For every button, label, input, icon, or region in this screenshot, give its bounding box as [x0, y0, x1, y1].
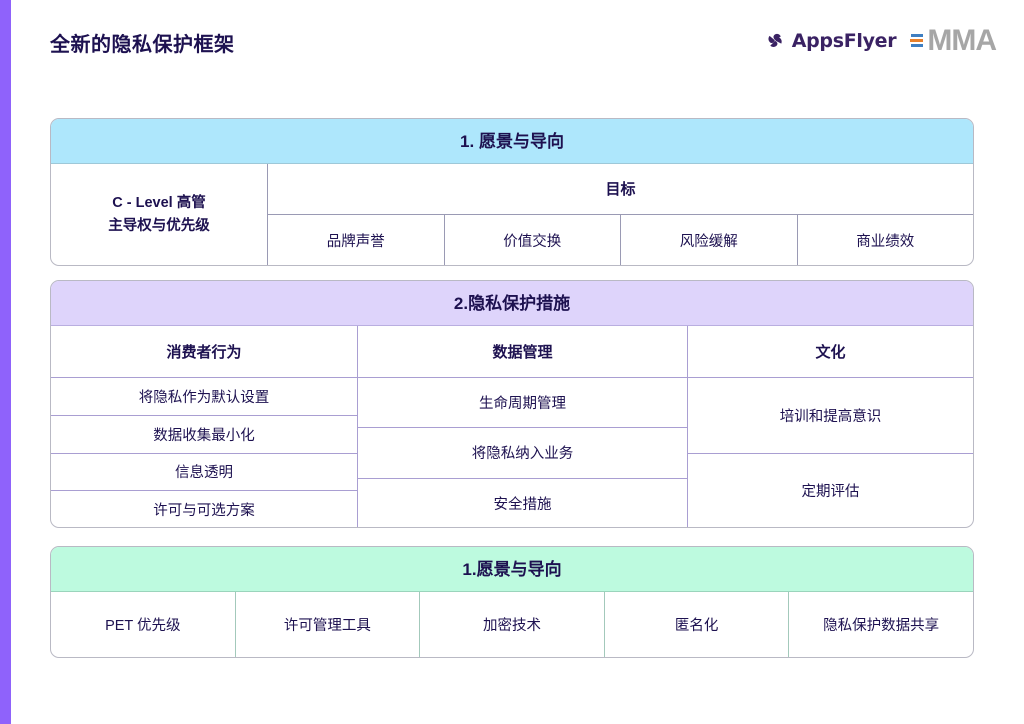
measure-cell: 许可与可选方案: [153, 503, 255, 520]
block-3-body: PET 优先级 许可管理工具 加密技术 匿名化 隐私保护数据共享: [51, 592, 973, 657]
mma-logo: MMA: [910, 24, 997, 58]
slide-header: 全新的隐私保护框架 AppsFlyer MMA: [0, 0, 1024, 92]
goal-cell: 商业绩效: [856, 234, 915, 250]
tech-cell: PET 优先级: [51, 592, 236, 657]
page-title: 全新的隐私保护框架: [50, 34, 235, 56]
block-privacy-measures: 2.隐私保护措施 消费者行为 将隐私作为默认设置 数据收集最小化 信息透明 许可…: [50, 280, 974, 528]
appsflyer-logo: AppsFlyer: [762, 28, 897, 54]
measure-cell: 安全措施: [493, 496, 552, 513]
c-level-ownership-cell: C - Level 高管 主导权与优先级: [51, 164, 268, 265]
logo-group: AppsFlyer MMA: [762, 24, 997, 58]
left-accent-bar: [0, 0, 11, 724]
goal-cell: 风险缓解: [621, 215, 798, 265]
measure-cell: 信息透明: [51, 454, 357, 492]
goal-cell: 品牌声誉: [268, 215, 445, 265]
goals-section: 目标 品牌声誉 价值交换 风险缓解 商业绩效: [268, 164, 973, 265]
measure-cell: 生命周期管理: [358, 378, 687, 429]
tech-cell: 隐私保护数据共享: [823, 618, 940, 634]
block-1-header: 1. 愿景与导向: [51, 119, 973, 164]
mma-wordmark: MMA: [927, 24, 997, 57]
goals-row: 品牌声誉 价值交换 风险缓解 商业绩效: [268, 215, 973, 265]
block-3-header: 1.愿景与导向: [51, 547, 973, 592]
measure-cell: 定期评估: [801, 484, 860, 501]
block-vision-direction: 1. 愿景与导向 C - Level 高管 主导权与优先级 目标 品牌声誉 价值…: [50, 118, 974, 266]
mma-stripes-icon: [910, 34, 924, 47]
appsflyer-wordmark: AppsFlyer: [791, 30, 897, 52]
appsflyer-mark-icon: [768, 33, 782, 47]
goals-label: 目标: [268, 164, 973, 215]
block-2-body: 消费者行为 将隐私作为默认设置 数据收集最小化 信息透明 许可与可选方案 数据管…: [51, 326, 973, 527]
tech-cell: 加密技术: [420, 592, 605, 657]
measure-cell: 数据收集最小化: [51, 416, 357, 454]
c-level-line-1: C - Level 高管: [112, 194, 206, 211]
measure-cell: 将隐私纳入业务: [358, 428, 687, 479]
column-header: 消费者行为: [51, 326, 357, 378]
measure-cell: 将隐私作为默认设置: [51, 378, 357, 416]
goal-cell: 价值交换: [445, 215, 621, 265]
block-1-body: C - Level 高管 主导权与优先级 目标 品牌声誉 价值交换 风险缓解 商…: [51, 164, 973, 265]
block-technology: 1.愿景与导向 PET 优先级 许可管理工具 加密技术 匿名化 隐私保护数据共享: [50, 546, 974, 658]
measure-cell: 培训和提高意识: [688, 378, 973, 454]
column-header: 数据管理: [358, 326, 687, 378]
column-consumer-behavior: 消费者行为 将隐私作为默认设置 数据收集最小化 信息透明 许可与可选方案: [51, 326, 358, 527]
tech-cell: 许可管理工具: [236, 592, 421, 657]
c-level-line-2: 主导权与优先级: [108, 218, 210, 234]
tech-cell: 匿名化: [605, 592, 790, 657]
block-2-header: 2.隐私保护措施: [51, 281, 973, 326]
column-culture: 文化 培训和提高意识 定期评估: [688, 326, 973, 527]
column-data-management: 数据管理 生命周期管理 将隐私纳入业务 安全措施: [358, 326, 688, 527]
column-header: 文化: [688, 326, 973, 378]
